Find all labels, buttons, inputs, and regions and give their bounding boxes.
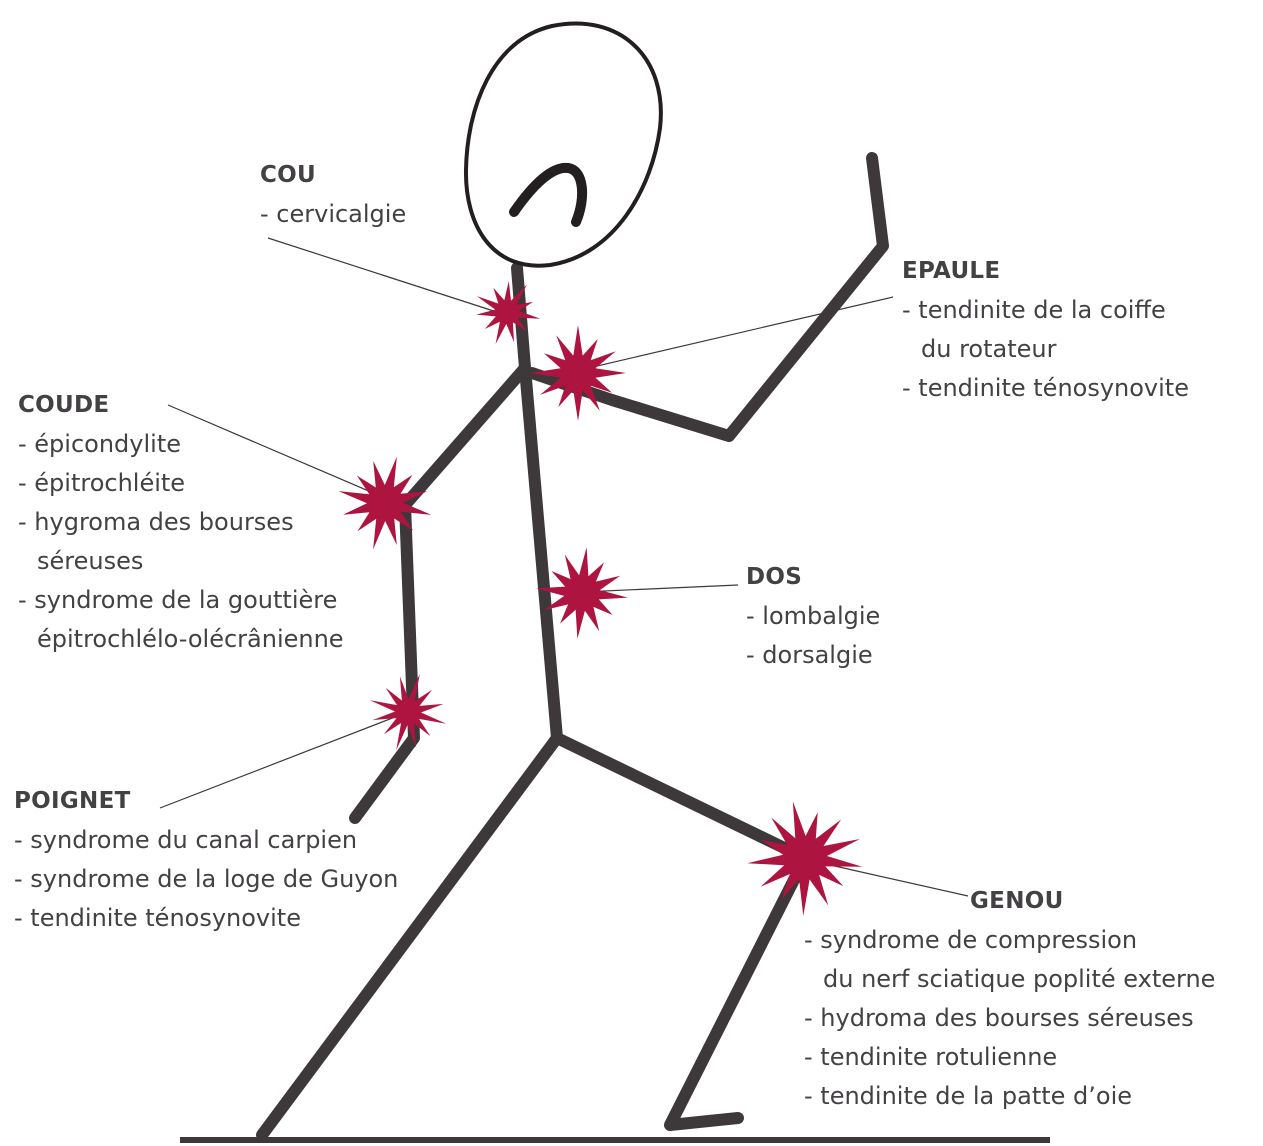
epaule-title: EPAULE [902,252,1189,291]
epaule-item: du rotateur [902,330,1189,369]
coude-item: - épicondylite [18,425,344,464]
dos-label: DOS - lombalgie - dorsalgie [746,558,880,675]
epaule-pain-burst [530,325,626,421]
genou-label: GENOU - syndrome de compression du nerf … [804,882,1215,1116]
epaule-item: - tendinite ténosynovite [902,369,1189,408]
epaule-label: EPAULE - tendinite de la coiffe du rotat… [902,252,1189,408]
genou-item: - syndrome de compression [804,921,1215,960]
coude-item: - épitrochléite [18,464,344,503]
cou-leader-line [268,238,506,315]
coude-pain-burst [339,457,432,550]
epaule-leader-line [580,297,893,370]
figure-head [466,23,661,265]
poignet-item: - syndrome du canal carpien [14,821,398,860]
coude-item: séreuses [18,542,344,581]
coude-item: - syndrome de la gouttière [18,581,344,620]
genou-item: - tendinite de la patte d’oie [804,1077,1215,1116]
genou-item: - hydroma des bourses séreuses [804,999,1215,1038]
dos-item: - dorsalgie [746,636,880,675]
coude-item: - hygroma des bourses [18,503,344,542]
poignet-title: POIGNET [14,782,398,821]
figure-right-leg [557,738,805,1125]
epaule-item: - tendinite de la coiffe [902,291,1189,330]
dos-title: DOS [746,558,880,597]
figure-spine [517,268,557,738]
cou-title: COU [260,156,406,195]
poignet-item: - tendinite ténosynovite [14,899,398,938]
poignet-label: POIGNET - syndrome du canal carpien - sy… [14,782,398,938]
coude-item: épitrochlélo-olécrânienne [18,620,344,659]
cou-label: COU - cervicalgie [260,156,406,234]
genou-item: du nerf sciatique poplité externe [804,960,1215,999]
dos-item: - lombalgie [746,597,880,636]
cou-item: - cervicalgie [260,195,406,234]
genou-title: GENOU [804,882,1215,921]
cou-pain-burst [476,281,540,344]
coude-label: COUDE - épicondylite - épitrochléite - h… [18,386,344,659]
genou-item: - tendinite rotulienne [804,1038,1215,1077]
coude-title: COUDE [18,386,344,425]
figure-left-arm [355,368,525,818]
poignet-item: - syndrome de la loge de Guyon [14,860,398,899]
